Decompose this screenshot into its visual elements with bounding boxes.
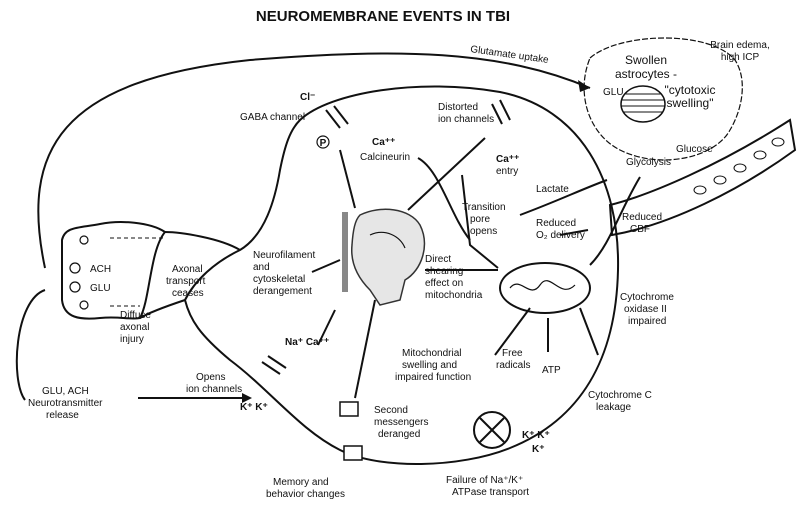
glu-ach-label-1: GLU, ACH bbox=[42, 386, 89, 397]
astrocyte-outline bbox=[583, 37, 743, 161]
direct-label-3: effect on bbox=[425, 278, 463, 289]
neurofilament-label-1: Neurofilament bbox=[253, 250, 315, 261]
ach-label: ACH bbox=[90, 264, 111, 275]
astro-label-2: astrocytes - bbox=[615, 67, 677, 81]
atp-label: ATP bbox=[542, 365, 561, 376]
glu-ach-label-2: Neurotransmitter bbox=[28, 398, 103, 409]
opens-label-1: Opens bbox=[196, 372, 225, 383]
vesicle bbox=[79, 235, 89, 245]
neuron-membrane bbox=[183, 85, 620, 465]
glucose-label: Glucose bbox=[676, 144, 713, 155]
reduced-cbf-label-1: Reduced bbox=[622, 212, 662, 223]
diffuse-label-2: axonal bbox=[120, 322, 149, 333]
lactate-label: Lactate bbox=[536, 184, 569, 195]
transition-label-3: opens bbox=[470, 226, 497, 237]
astro-label-4: swelling" bbox=[667, 96, 714, 110]
ach-vesicle bbox=[69, 262, 81, 274]
cytochrome-c-label-2: leakage bbox=[596, 402, 631, 413]
astro-label-3: "cytotoxic bbox=[665, 83, 716, 97]
vesicle bbox=[79, 300, 89, 310]
diffuse-label-3: injury bbox=[120, 334, 144, 345]
axon-terminal bbox=[61, 221, 167, 320]
glu-ach-label-3: release bbox=[46, 410, 79, 421]
phosphate-icon bbox=[316, 135, 330, 149]
receptor-bottom bbox=[343, 445, 363, 461]
reduced-o2-label-2: O₂ delivery bbox=[536, 230, 585, 241]
neurofilament-label-3: cytoskeletal bbox=[253, 274, 305, 285]
k-k-label: K⁺ K⁺ bbox=[240, 402, 268, 413]
glu-vesicle bbox=[69, 281, 81, 293]
reduced-cbf-label-2: CBF bbox=[630, 224, 650, 235]
reduced-o2-label-1: Reduced bbox=[536, 218, 576, 229]
k-pump-label-2: K⁺ bbox=[532, 444, 545, 455]
direct-label-1: Direct bbox=[425, 254, 451, 265]
nucleus-hatching bbox=[622, 93, 664, 113]
memory-label-2: behavior changes bbox=[266, 489, 345, 500]
astrocyte-nucleus bbox=[620, 85, 666, 123]
blood-vessel bbox=[608, 118, 797, 237]
brain-arrow bbox=[369, 231, 406, 249]
gaba-channel-label: GABA channel bbox=[240, 112, 305, 123]
axon-upper bbox=[164, 231, 241, 251]
second-label-1: Second bbox=[374, 405, 408, 416]
axonal-label-1: Axonal bbox=[172, 264, 203, 275]
astro-glu-label: GLU bbox=[603, 87, 624, 98]
direct-label-2: shearing bbox=[425, 266, 463, 277]
ion-channels bbox=[261, 99, 511, 375]
free-radicals-label-1: Free bbox=[502, 348, 523, 359]
impact-plate bbox=[342, 212, 348, 292]
failure-label-1: Failure of Na⁺/K⁺ bbox=[446, 475, 523, 486]
mito-label-1: Mitochondrial bbox=[402, 348, 461, 359]
distorted-label-2: ion channels bbox=[438, 114, 494, 125]
direct-label-4: mitochondria bbox=[425, 290, 483, 301]
calcium-label: Ca⁺⁺ bbox=[372, 137, 395, 148]
glycolysis-label: Glycolysis bbox=[626, 157, 671, 168]
axonal-label-3: ceases bbox=[172, 288, 204, 299]
mitochondrion-cristae bbox=[509, 280, 576, 291]
diffuse-label-1: Diffuse bbox=[120, 310, 151, 321]
diagram-title: NEUROMEMBRANE EVENTS IN TBI bbox=[256, 8, 510, 25]
ca-entry-label: Ca⁺⁺ bbox=[496, 154, 519, 165]
mito-label-2: swelling and bbox=[402, 360, 457, 371]
cytochrome-c-label-1: Cytochrome C bbox=[588, 390, 652, 401]
k-pump-label-1: K⁺ K⁺ bbox=[522, 430, 550, 441]
second-label-3: deranged bbox=[378, 429, 420, 440]
mitochondrion bbox=[499, 262, 591, 314]
second-label-2: messengers bbox=[374, 417, 428, 428]
edema-label-1: Brain edema, bbox=[710, 40, 769, 51]
memory-label-1: Memory and bbox=[273, 477, 329, 488]
receptor-top bbox=[339, 401, 359, 417]
glu-terminal-label: GLU bbox=[90, 283, 111, 294]
pump-cross bbox=[479, 417, 505, 443]
cyto-oxidase-label-1: Cytochrome bbox=[620, 292, 674, 303]
axonal-label-2: transport bbox=[166, 276, 206, 287]
cyto-oxidase-label-3: impaired bbox=[628, 316, 666, 327]
na-ca-label: Na⁺ Ca⁺⁺ bbox=[285, 337, 329, 348]
opens-label-2: ion channels bbox=[186, 384, 242, 395]
release-loop-arrow bbox=[15, 289, 46, 401]
failure-label-2: ATPase transport bbox=[452, 487, 529, 498]
arrowhead bbox=[242, 393, 252, 403]
neurofilament-label-4: derangement bbox=[253, 286, 312, 297]
axon-lower bbox=[139, 299, 186, 319]
calcineurin-label: Calcineurin bbox=[360, 152, 410, 163]
astro-label-1: Swollen bbox=[625, 53, 667, 67]
distorted-label-1: Distorted bbox=[438, 102, 478, 113]
free-radicals-label-2: radicals bbox=[496, 360, 530, 371]
glutamate-uptake-arrow bbox=[37, 52, 591, 269]
red-cells bbox=[693, 137, 785, 195]
chloride-label: Cl⁻ bbox=[300, 92, 315, 103]
glutamate-uptake-label: Glutamate uptake bbox=[470, 44, 550, 66]
cyto-oxidase-label-2: oxidase II bbox=[624, 304, 667, 315]
phosphate-label: P bbox=[320, 138, 327, 149]
connector-arrows bbox=[311, 137, 641, 399]
neurofilament-label-2: and bbox=[253, 262, 270, 273]
edema-label-2: high ICP bbox=[721, 52, 760, 63]
transition-label-2: pore bbox=[470, 214, 490, 225]
entry-label: entry bbox=[496, 166, 518, 177]
head-profile bbox=[351, 208, 426, 306]
mito-label-3: impaired function bbox=[395, 372, 471, 383]
transition-label-1: Transition bbox=[462, 202, 506, 213]
